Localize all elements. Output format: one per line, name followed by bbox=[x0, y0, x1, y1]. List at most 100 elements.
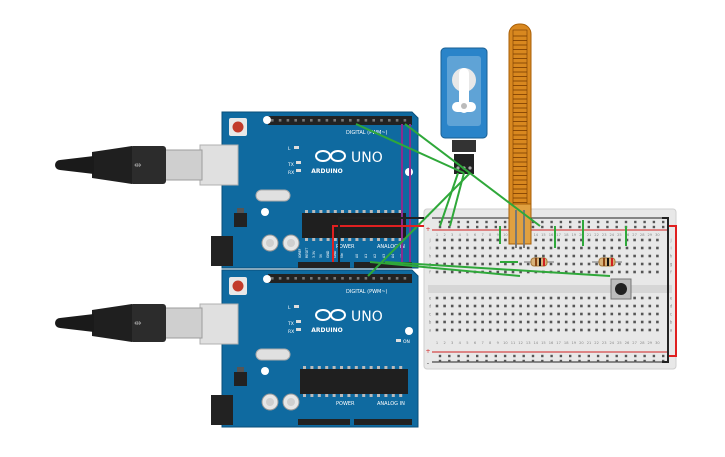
wire-green[interactable] bbox=[369, 261, 521, 277]
breadboard-hole[interactable] bbox=[450, 254, 454, 258]
breadboard-hole[interactable] bbox=[549, 254, 553, 258]
header-pin[interactable] bbox=[372, 119, 375, 122]
breadboard-hole[interactable] bbox=[504, 262, 507, 266]
breadboard-hole[interactable] bbox=[656, 296, 659, 300]
usb-port[interactable] bbox=[199, 144, 239, 186]
breadboard-hole[interactable] bbox=[557, 254, 560, 258]
breadboard-hole[interactable] bbox=[473, 320, 477, 324]
breadboard-hole[interactable] bbox=[610, 238, 614, 242]
rail-hole[interactable] bbox=[503, 225, 507, 229]
breadboard-hole[interactable] bbox=[633, 254, 636, 258]
rail-hole[interactable] bbox=[550, 225, 553, 229]
breadboard-hole[interactable] bbox=[511, 254, 515, 258]
rail-hole[interactable] bbox=[541, 225, 544, 229]
breadboard-hole[interactable] bbox=[633, 312, 636, 316]
header-pin[interactable] bbox=[286, 119, 290, 122]
breadboard-hole[interactable] bbox=[481, 304, 484, 308]
breadboard-hole[interactable] bbox=[564, 270, 568, 274]
rail-hole[interactable] bbox=[662, 225, 665, 229]
breadboard-hole[interactable] bbox=[488, 296, 492, 300]
breadboard-hole[interactable] bbox=[625, 246, 629, 250]
breadboard-hole[interactable] bbox=[519, 296, 522, 300]
breadboard-hole[interactable] bbox=[519, 312, 522, 316]
breadboard-hole[interactable] bbox=[572, 270, 576, 274]
digital-header-bottom[interactable] bbox=[268, 274, 412, 283]
breadboard-hole[interactable] bbox=[450, 328, 454, 332]
breadboard-hole[interactable] bbox=[534, 304, 538, 308]
header-pin[interactable] bbox=[380, 277, 383, 280]
breadboard-hole[interactable] bbox=[648, 270, 652, 274]
breadboard-hole[interactable] bbox=[640, 296, 644, 300]
breadboard-hole[interactable] bbox=[580, 238, 583, 242]
breadboard-hole[interactable] bbox=[473, 254, 477, 258]
breadboard-hole[interactable] bbox=[488, 270, 492, 274]
breadboard-hole[interactable] bbox=[640, 246, 644, 250]
breadboard-hole[interactable] bbox=[656, 304, 659, 308]
breadboard-hole[interactable] bbox=[640, 254, 644, 258]
breadboard-hole[interactable] bbox=[519, 304, 522, 308]
header-pin[interactable] bbox=[325, 119, 329, 122]
breadboard-hole[interactable] bbox=[488, 246, 492, 250]
breadboard-hole[interactable] bbox=[443, 270, 446, 274]
breadboard-hole[interactable] bbox=[580, 246, 583, 250]
breadboard-hole[interactable] bbox=[633, 262, 636, 266]
breadboard-hole[interactable] bbox=[542, 312, 545, 316]
breadboard-hole[interactable] bbox=[511, 270, 515, 274]
breadboard-hole[interactable] bbox=[458, 312, 462, 316]
power-jack[interactable] bbox=[211, 236, 233, 266]
breadboard-hole[interactable] bbox=[618, 254, 621, 258]
header-pin[interactable] bbox=[356, 277, 360, 280]
breadboard-hole[interactable] bbox=[640, 304, 644, 308]
breadboard-hole[interactable] bbox=[549, 296, 553, 300]
breadboard-hole[interactable] bbox=[587, 296, 591, 300]
usb-cable-top[interactable]: ⇹ bbox=[55, 146, 203, 184]
rail-hole[interactable] bbox=[438, 220, 442, 224]
breadboard-hole[interactable] bbox=[618, 320, 621, 324]
wire-black[interactable] bbox=[662, 217, 669, 363]
wire-green[interactable] bbox=[384, 261, 611, 277]
rail-hole[interactable] bbox=[457, 220, 460, 224]
breadboard-hole[interactable] bbox=[625, 312, 629, 316]
breadboard-hole[interactable] bbox=[534, 296, 538, 300]
breadboard-hole[interactable] bbox=[602, 320, 606, 324]
breadboard-hole[interactable] bbox=[435, 312, 439, 316]
breadboard-hole[interactable] bbox=[618, 246, 621, 250]
rail-hole[interactable] bbox=[578, 220, 581, 224]
breadboard-hole[interactable] bbox=[587, 238, 591, 242]
breadboard-hole[interactable] bbox=[496, 262, 500, 266]
breadboard-hole[interactable] bbox=[587, 328, 591, 332]
power-jack[interactable] bbox=[211, 395, 233, 425]
breadboard-hole[interactable] bbox=[481, 312, 484, 316]
rail-hole[interactable] bbox=[624, 354, 628, 358]
breadboard-hole[interactable] bbox=[564, 304, 568, 308]
rail-hole[interactable] bbox=[569, 225, 572, 229]
breadboard-hole[interactable] bbox=[542, 246, 545, 250]
breadboard-hole[interactable] bbox=[648, 246, 652, 250]
breadboard-hole[interactable] bbox=[450, 320, 454, 324]
rail-hole[interactable] bbox=[522, 359, 525, 363]
breadboard-hole[interactable] bbox=[504, 296, 507, 300]
header-pin[interactable] bbox=[356, 119, 360, 122]
rail-hole[interactable] bbox=[448, 220, 451, 224]
rail-hole[interactable] bbox=[606, 225, 609, 229]
breadboard-hole[interactable] bbox=[640, 270, 644, 274]
header-pin[interactable] bbox=[333, 119, 336, 122]
breadboard-hole[interactable] bbox=[443, 304, 446, 308]
breadboard-hole[interactable] bbox=[633, 270, 636, 274]
breadboard-hole[interactable] bbox=[602, 304, 606, 308]
breadboard-hole[interactable] bbox=[488, 304, 492, 308]
breadboard-hole[interactable] bbox=[595, 320, 598, 324]
breadboard-hole[interactable] bbox=[488, 238, 492, 242]
rail-hole[interactable] bbox=[485, 225, 488, 229]
breadboard-hole[interactable] bbox=[610, 246, 614, 250]
breadboard-hole[interactable] bbox=[557, 246, 560, 250]
breadboard-hole[interactable] bbox=[572, 296, 576, 300]
breadboard-hole[interactable] bbox=[488, 312, 492, 316]
breadboard-hole[interactable] bbox=[564, 246, 568, 250]
breadboard-hole[interactable] bbox=[526, 246, 530, 250]
breadboard-hole[interactable] bbox=[496, 238, 500, 242]
breadboard-hole[interactable] bbox=[602, 312, 606, 316]
breadboard-hole[interactable] bbox=[656, 238, 659, 242]
breadboard-hole[interactable] bbox=[526, 312, 530, 316]
breadboard-hole[interactable] bbox=[458, 320, 462, 324]
